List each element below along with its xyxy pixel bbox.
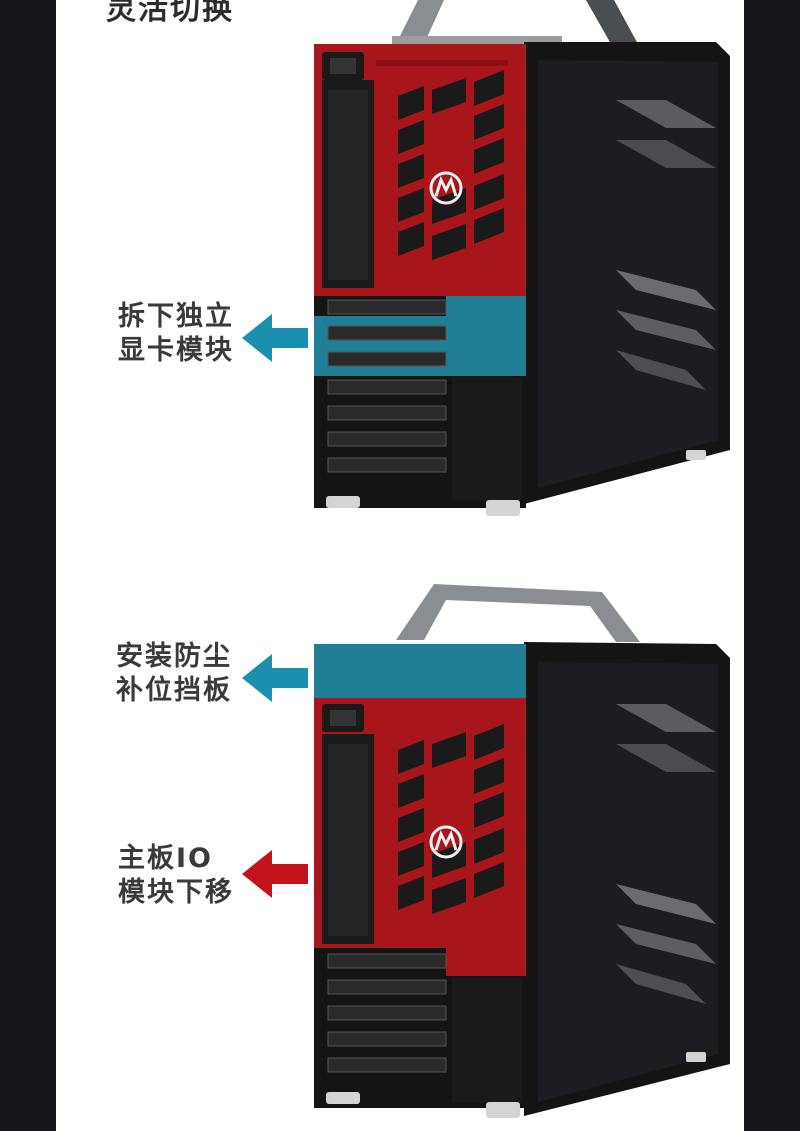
bottom-label-a-line2: 补位挡板 [116,675,232,706]
arrow-left-icon [242,314,308,362]
bottom-label-a-line1: 安装防尘 [116,641,232,672]
top-label-line1: 拆下独立 [118,301,234,332]
top-label-line2: 显卡模块 [118,335,234,366]
pc-case-image-bottom [314,584,730,1118]
product-detail-page: 灵活切换 拆下独立 显卡模块 [56,0,744,1131]
pc-case-image-top [314,0,730,516]
arrow-left-icon [242,654,308,702]
arrow-left-icon [242,850,308,898]
top-label: 拆下独立 显卡模块 [118,300,234,368]
bottom-label-b: 主板IO 模块下移 [118,842,234,910]
bottom-label-b-line2: 模块下移 [118,877,234,908]
bottom-label-b-line1: 主板IO [118,843,213,874]
bottom-label-a: 安装防尘 补位挡板 [116,640,232,708]
section-heading: 灵活切换 [106,0,234,27]
